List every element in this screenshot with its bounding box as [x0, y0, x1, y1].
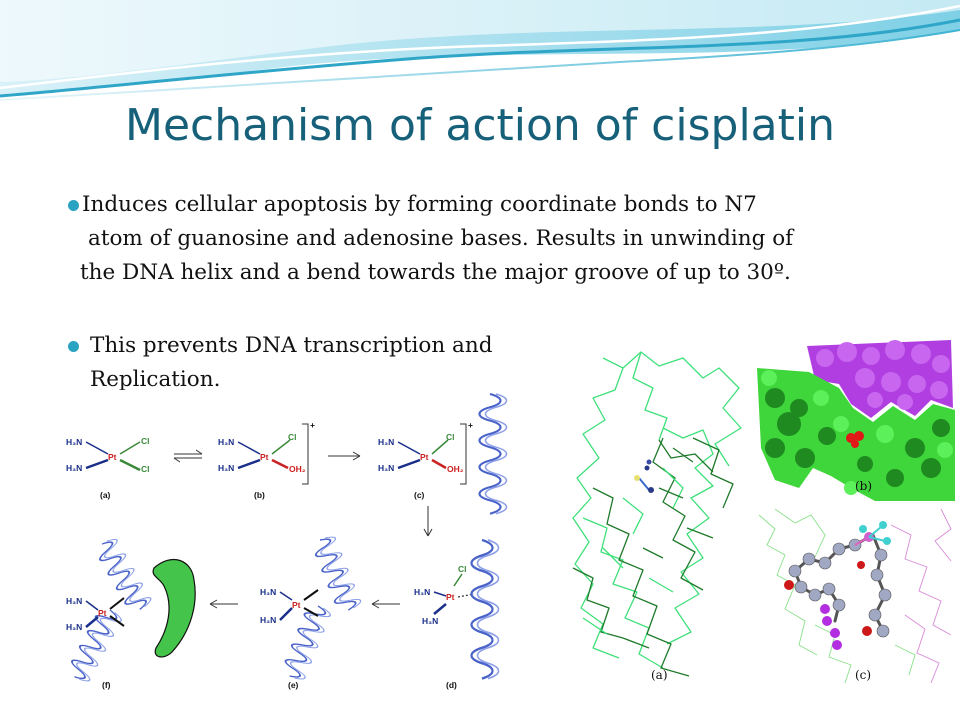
dna-helix: [470, 538, 500, 680]
atom-label: H₃N: [66, 596, 82, 606]
reaction-arrow: [328, 451, 361, 461]
atom-label: H₃N: [414, 587, 430, 597]
charge-label: +: [310, 420, 315, 430]
bullet-apoptosis: Induces cellular apoptosis by forming co…: [68, 188, 793, 290]
slide-title: Mechanism of action of cisplatin: [125, 100, 835, 151]
reaction-arrow: [209, 599, 238, 609]
header-wave-decoration: [0, 0, 960, 101]
atom-label: H₃N: [260, 587, 276, 597]
protein-shape: [152, 558, 196, 658]
dna-helix: [478, 392, 508, 515]
bullet-line: atom of guanosine and adenosine bases. R…: [88, 226, 794, 251]
scheme-molecule-d: Cl H₃N Pt H₃N (d): [414, 564, 475, 690]
atom-label: H₃N: [66, 622, 82, 632]
atom-label: Pt: [98, 608, 107, 618]
reaction-arrow: [371, 599, 400, 609]
atom-label: Pt: [446, 592, 455, 602]
panel-label: (d): [446, 680, 457, 690]
bullet-line: This prevents DNA transcription and: [90, 333, 493, 358]
protein-surface-panel-b: (b): [755, 338, 955, 501]
atom-label: OH₂: [289, 464, 306, 474]
atom-label: Pt: [260, 452, 269, 462]
dna-helix: [92, 535, 154, 616]
atom-label: Pt: [420, 452, 429, 462]
atom-label: OH₂: [447, 464, 464, 474]
atom-label: Cl: [288, 432, 297, 442]
atom-label: Cl: [141, 464, 150, 474]
dna-helix: [310, 533, 364, 615]
cisplatin-reaction-scheme: H₃N H₃N Pt Cl Cl (a) H₃N H₃N Pt Cl: [62, 390, 520, 696]
bullet-line: the DNA helix and a bend towards the maj…: [80, 260, 791, 285]
dna-helix: [65, 604, 125, 685]
scheme-molecule-a: H₃N H₃N Pt Cl Cl (a): [66, 436, 150, 500]
atom-label: Cl: [446, 432, 455, 442]
atom-label: Cl: [458, 564, 467, 574]
atom-label: H₃N: [218, 437, 234, 447]
panel-label: (c): [414, 490, 425, 500]
atom-label: H₃N: [378, 437, 394, 447]
charge-label: +: [468, 420, 473, 430]
bullet-marker: [68, 341, 79, 352]
panel-label: (c): [855, 668, 872, 682]
bullet-prevents-transcription: This prevents DNA transcription and Repl…: [68, 329, 492, 397]
atom-label: Pt: [292, 600, 301, 610]
atom-label: H₃N: [218, 463, 234, 473]
atom-label: H₃N: [378, 463, 394, 473]
dna-structure-panel-a: (a): [563, 338, 751, 688]
atom-label: H₃N: [260, 615, 276, 625]
bullet-line: Induces cellular apoptosis by forming co…: [82, 192, 757, 217]
atom-label: H₃N: [66, 437, 82, 447]
panel-label: (a): [651, 668, 668, 682]
panel-label: (a): [100, 490, 111, 500]
panel-label: (b): [855, 479, 873, 493]
panel-label: (f): [102, 680, 111, 690]
bullet-marker: [68, 200, 79, 211]
atom-label: H₃N: [422, 616, 438, 626]
panel-label: (e): [288, 680, 299, 690]
scheme-molecule-e: H₃N H₃N Pt (e): [260, 587, 319, 690]
equilibrium-arrow: [173, 449, 203, 463]
scheme-molecule-c: H₃N H₃N Pt Cl OH₂ + (c): [378, 420, 473, 500]
atom-label: Pt: [108, 452, 117, 462]
bullet-line: Replication.: [90, 367, 221, 392]
binding-site-panel-c: (c): [755, 505, 955, 688]
atom-label: H₃N: [66, 463, 82, 473]
scheme-molecule-f: H₃N H₃N Pt (f): [66, 596, 125, 690]
reaction-arrow: [423, 506, 433, 537]
panel-label: (b): [254, 490, 265, 500]
atom-label: Cl: [141, 436, 150, 446]
scheme-molecule-b: H₃N H₃N Pt Cl OH₂ + (b): [218, 420, 315, 500]
dna-helix: [279, 601, 333, 683]
